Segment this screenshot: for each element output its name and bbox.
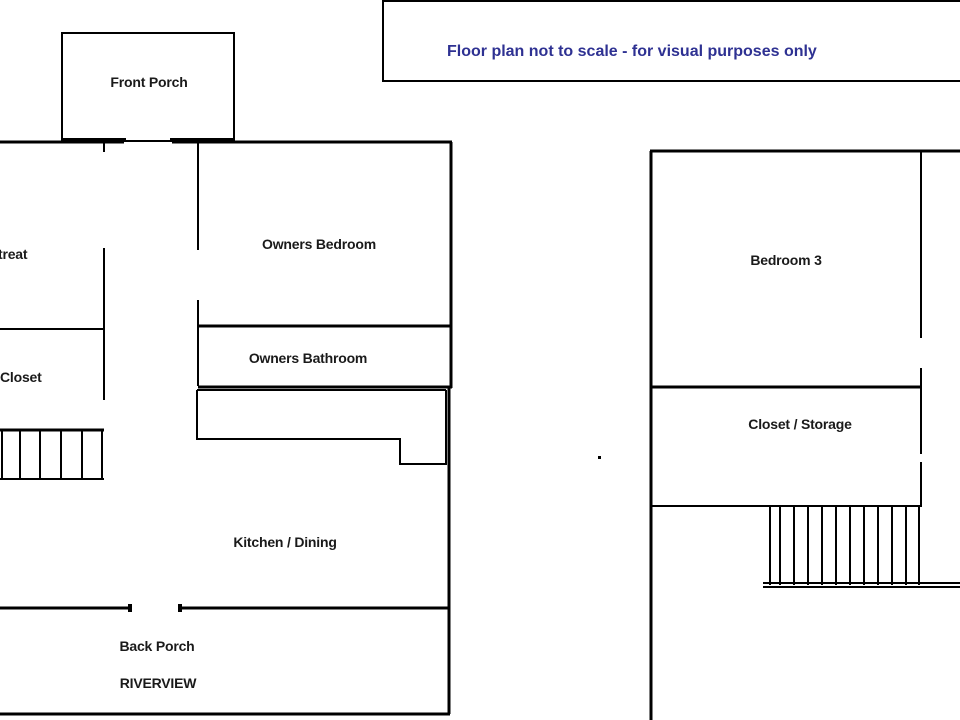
room-labels: Front Porch treat Owners Bedroom Owners …	[0, 74, 852, 691]
label-closet: Closet	[0, 369, 42, 385]
label-owners-bedroom: Owners Bedroom	[262, 236, 376, 252]
label-kitchen-dining: Kitchen / Dining	[233, 534, 336, 550]
label-riverview: RIVERVIEW	[120, 675, 197, 691]
label-back-porch: Back Porch	[119, 638, 194, 654]
front-porch-wall	[61, 32, 235, 142]
kitchen-counter	[196, 390, 447, 465]
label-front-porch: Front Porch	[110, 74, 187, 90]
notice-box: Floor plan not to scale - for visual pur…	[382, 0, 960, 82]
label-owners-bathroom: Owners Bathroom	[249, 350, 367, 366]
stray-mark	[598, 456, 601, 459]
label-retreat: treat	[0, 246, 28, 262]
label-bedroom-3: Bedroom 3	[750, 252, 822, 268]
upper-floor	[598, 149, 960, 720]
main-floor	[0, 32, 453, 716]
upper-stairs	[763, 507, 960, 588]
notice-text: Floor plan not to scale - for visual pur…	[447, 43, 817, 60]
notice-border	[382, 0, 960, 82]
label-closet-storage: Closet / Storage	[748, 416, 852, 432]
left-stairs	[0, 428, 104, 480]
